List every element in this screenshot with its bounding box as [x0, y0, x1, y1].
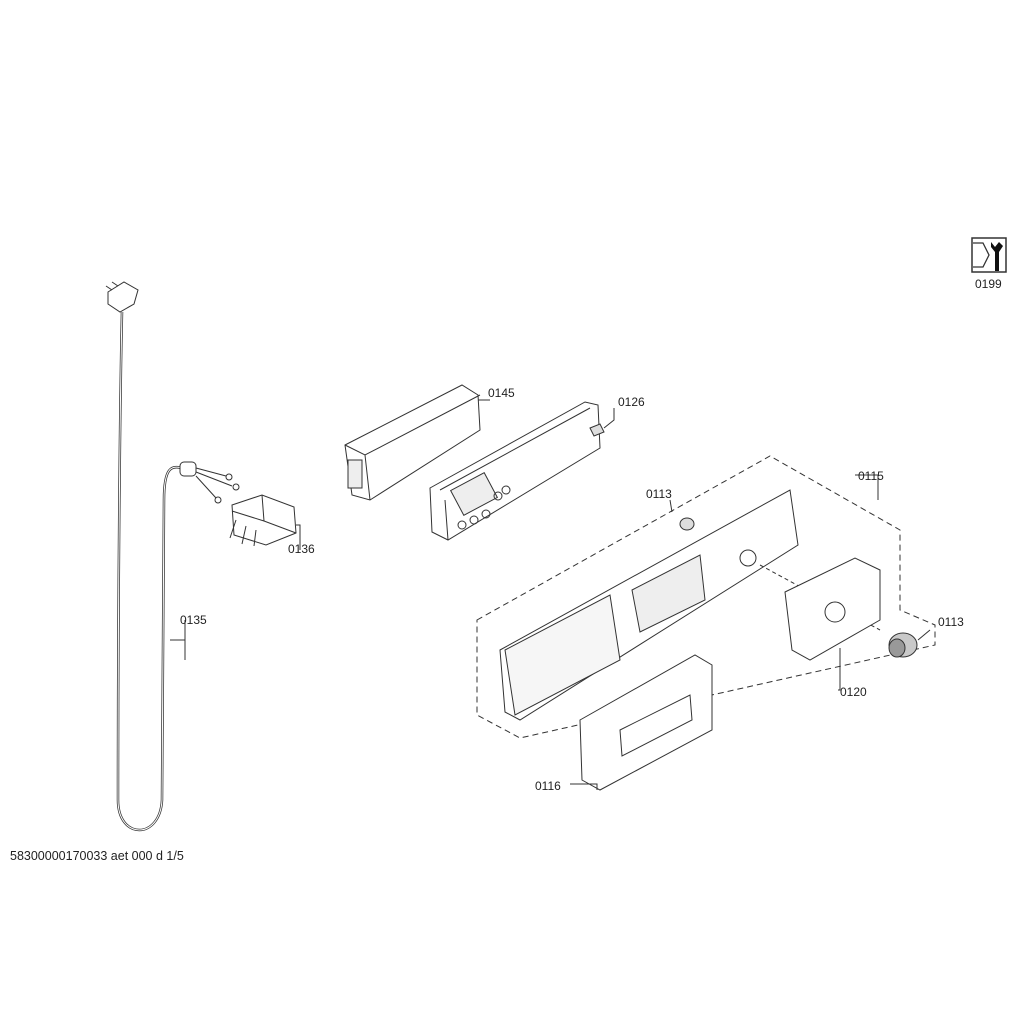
part-label-0145[interactable]: 0145 [488, 386, 515, 400]
knob-0113-small [669, 499, 695, 531]
part-label-0136[interactable]: 0136 [288, 542, 315, 556]
part-label-0120[interactable]: 0120 [840, 685, 867, 699]
drawing-reference: 58300000170033 aet 000 d 1/5 [10, 849, 184, 863]
part-label-0135[interactable]: 0135 [180, 613, 207, 627]
cover-0120 [784, 557, 881, 691]
part-label-0113-rotary[interactable]: 0113 [938, 615, 964, 629]
drawer-handle-0116 [570, 654, 713, 791]
part-label-0116[interactable]: 0116 [535, 779, 561, 793]
control-board-0126 [429, 401, 615, 541]
tool-icon-label: 0199 [975, 277, 1002, 291]
part-label-0126[interactable]: 0126 [618, 395, 645, 409]
wrench-nut-icon[interactable] [971, 237, 1007, 273]
interference-filter-0136 [229, 494, 301, 550]
power-cord-0135 [105, 281, 240, 832]
part-label-0113-small[interactable]: 0113 [646, 487, 672, 501]
knob-0113-rotary [888, 629, 931, 658]
panel-assembly-0115 [476, 455, 936, 739]
control-module-0145 [344, 384, 490, 501]
part-label-0115[interactable]: 0115 [858, 469, 884, 483]
